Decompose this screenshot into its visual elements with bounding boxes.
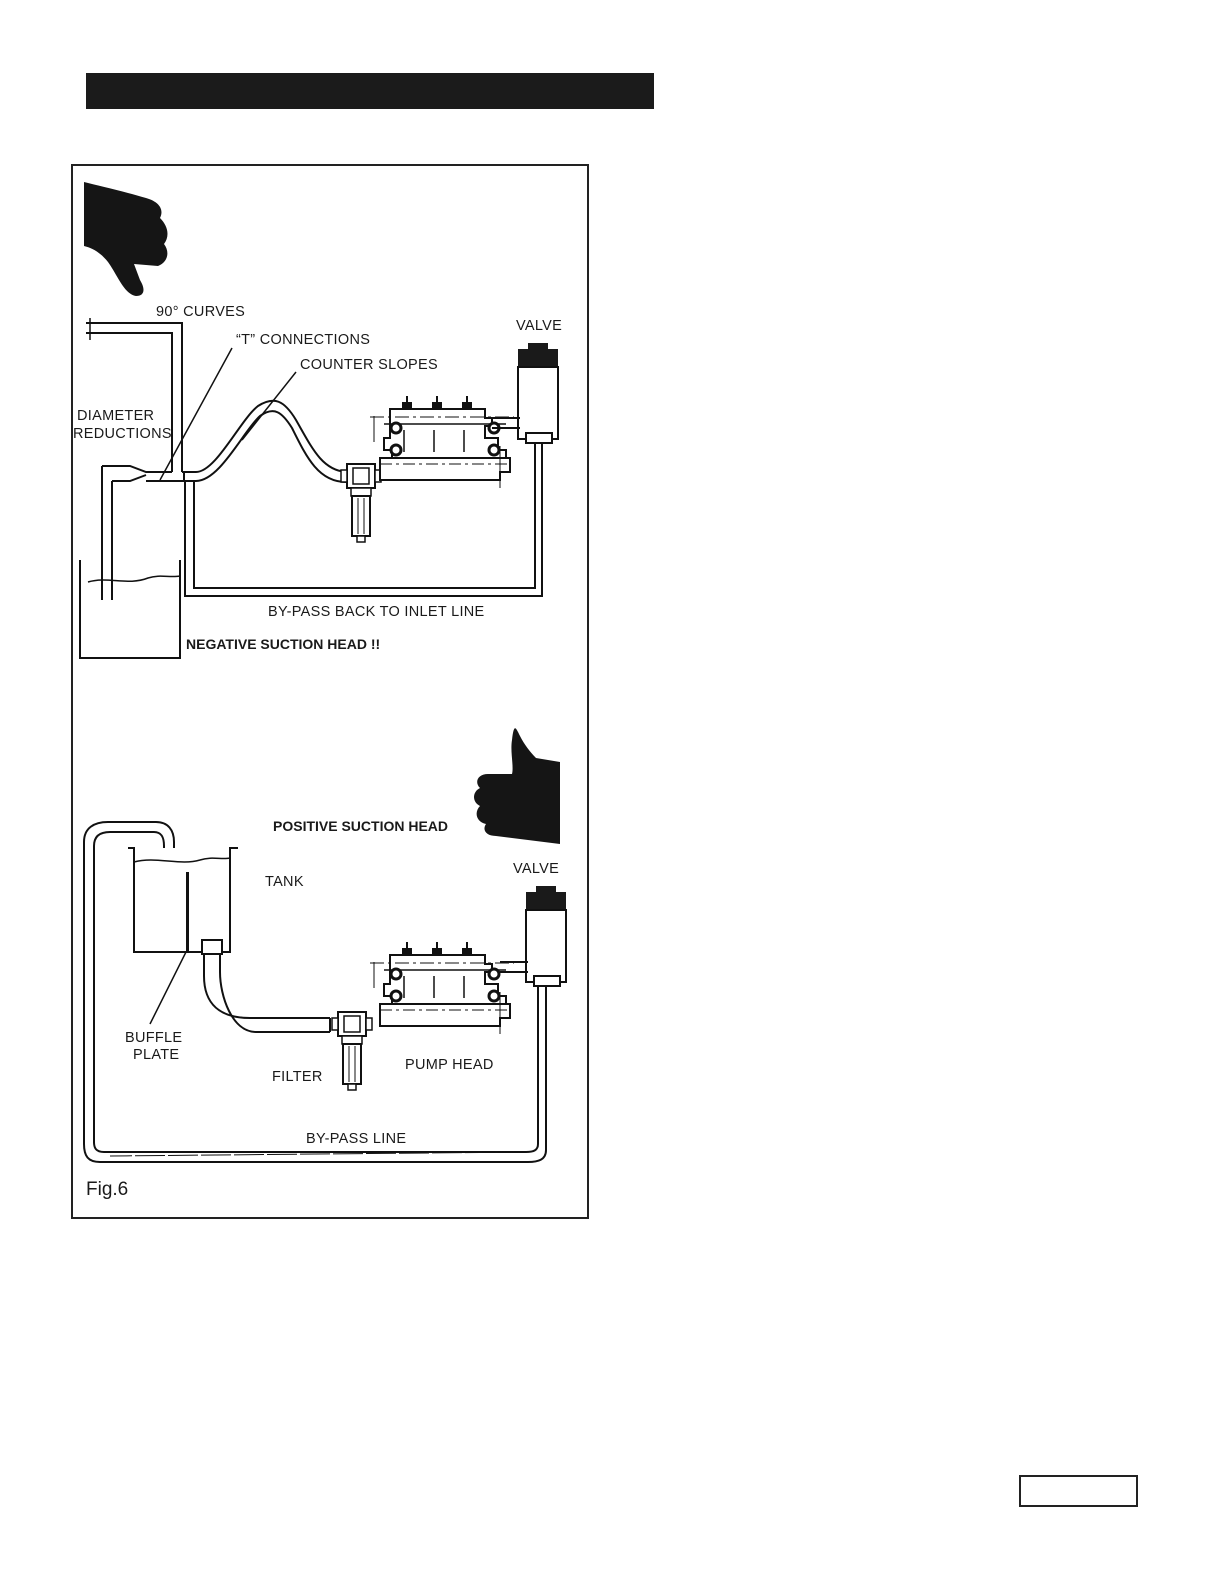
bottom-tank [128, 848, 238, 952]
bottom-valve [500, 886, 566, 986]
t-connections-leader [160, 348, 232, 480]
bottom-suction-pipe [202, 940, 330, 1032]
label-plate: PLATE [133, 1047, 179, 1063]
label-t-connections: “T” CONNECTIONS [236, 332, 370, 348]
label-pump-head: PUMP HEAD [405, 1057, 494, 1073]
bottom-pump [370, 942, 514, 1034]
label-valve-bottom: VALVE [513, 861, 559, 877]
bottom-filter [332, 1012, 372, 1090]
counter-slopes-leader [242, 372, 296, 440]
label-bypass-back: BY-PASS BACK TO INLET LINE [268, 604, 485, 620]
label-filter: FILTER [272, 1069, 323, 1085]
buffle-plate-leader [150, 952, 186, 1024]
buffle-plate [186, 872, 189, 952]
label-reductions: REDUCTIONS [73, 426, 172, 442]
label-positive-suction-head: POSITIVE SUCTION HEAD [273, 818, 448, 834]
label-90-curves: 90° CURVES [156, 304, 245, 320]
thumbs-up-icon [474, 728, 560, 844]
top-pump [370, 396, 514, 488]
page-number-box [1019, 1475, 1138, 1507]
top-valve [492, 343, 558, 443]
label-bypass-line: BY-PASS LINE [306, 1131, 406, 1147]
label-diameter: DIAMETER [77, 408, 154, 424]
label-negative-suction-head: NEGATIVE SUCTION HEAD !! [186, 636, 380, 652]
label-counter-slopes: COUNTER SLOPES [300, 357, 438, 373]
label-buffle: BUFFLE [125, 1030, 182, 1046]
figure-caption: Fig.6 [86, 1179, 128, 1200]
top-filter [341, 464, 381, 542]
thumbs-down-icon [84, 182, 167, 296]
label-valve-top: VALVE [516, 318, 562, 334]
label-tank: TANK [265, 874, 304, 890]
top-suction-tank [80, 560, 180, 658]
